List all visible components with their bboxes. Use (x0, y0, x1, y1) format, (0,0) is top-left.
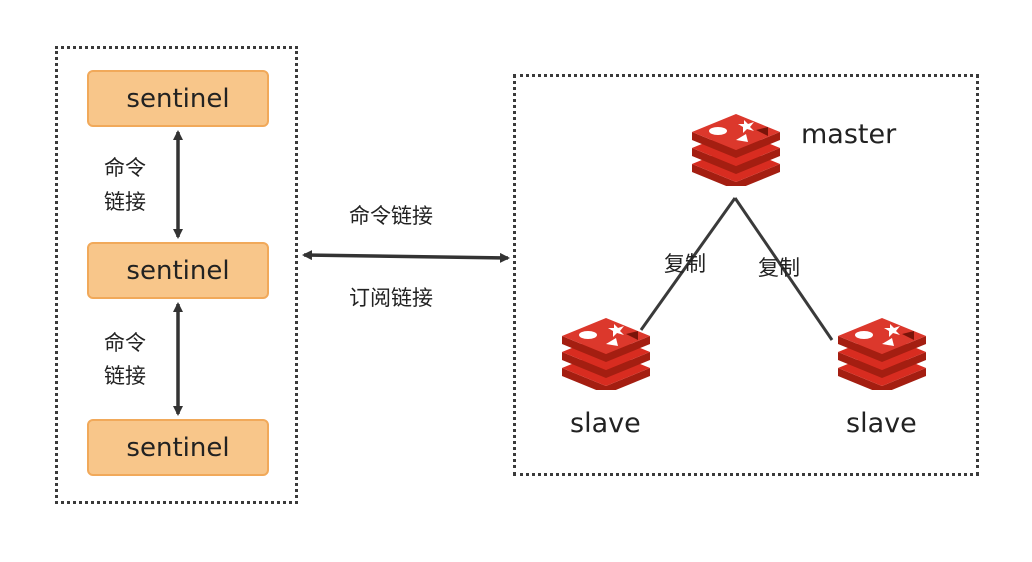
group-link-arrow (302, 250, 510, 263)
sentinel-label: sentinel (126, 432, 230, 463)
sentinel-node-2: sentinel (87, 242, 269, 299)
redis-logo-icon (562, 318, 650, 390)
slave-right-label: slave (846, 408, 917, 439)
replication-line-right (733, 197, 834, 341)
sentinel-link-1-label-line2: 链接 (104, 190, 146, 214)
replication-line-left (639, 197, 737, 331)
sentinel-group-box (55, 46, 298, 504)
sentinel-node-1: sentinel (87, 70, 269, 127)
master-label: master (801, 119, 897, 150)
sentinel-label: sentinel (126, 83, 230, 114)
sentinel-link-1-label-line1: 命令 (104, 156, 146, 180)
sentinel-link-2-label-line1: 命令 (104, 331, 146, 355)
replication-left-label: 复制 (664, 252, 706, 276)
sentinel-label: sentinel (126, 255, 230, 286)
redis-logo-icon (838, 318, 926, 390)
command-link-label: 命令链接 (349, 204, 433, 228)
slave-left-label: slave (570, 408, 641, 439)
redis-logo-icon (692, 114, 780, 186)
sentinel-node-3: sentinel (87, 419, 269, 476)
redis-group-box (513, 74, 979, 476)
replication-right-label: 复制 (758, 256, 800, 280)
subscribe-link-label: 订阅链接 (349, 286, 433, 310)
sentinel-link-2-label-line2: 链接 (104, 364, 146, 388)
